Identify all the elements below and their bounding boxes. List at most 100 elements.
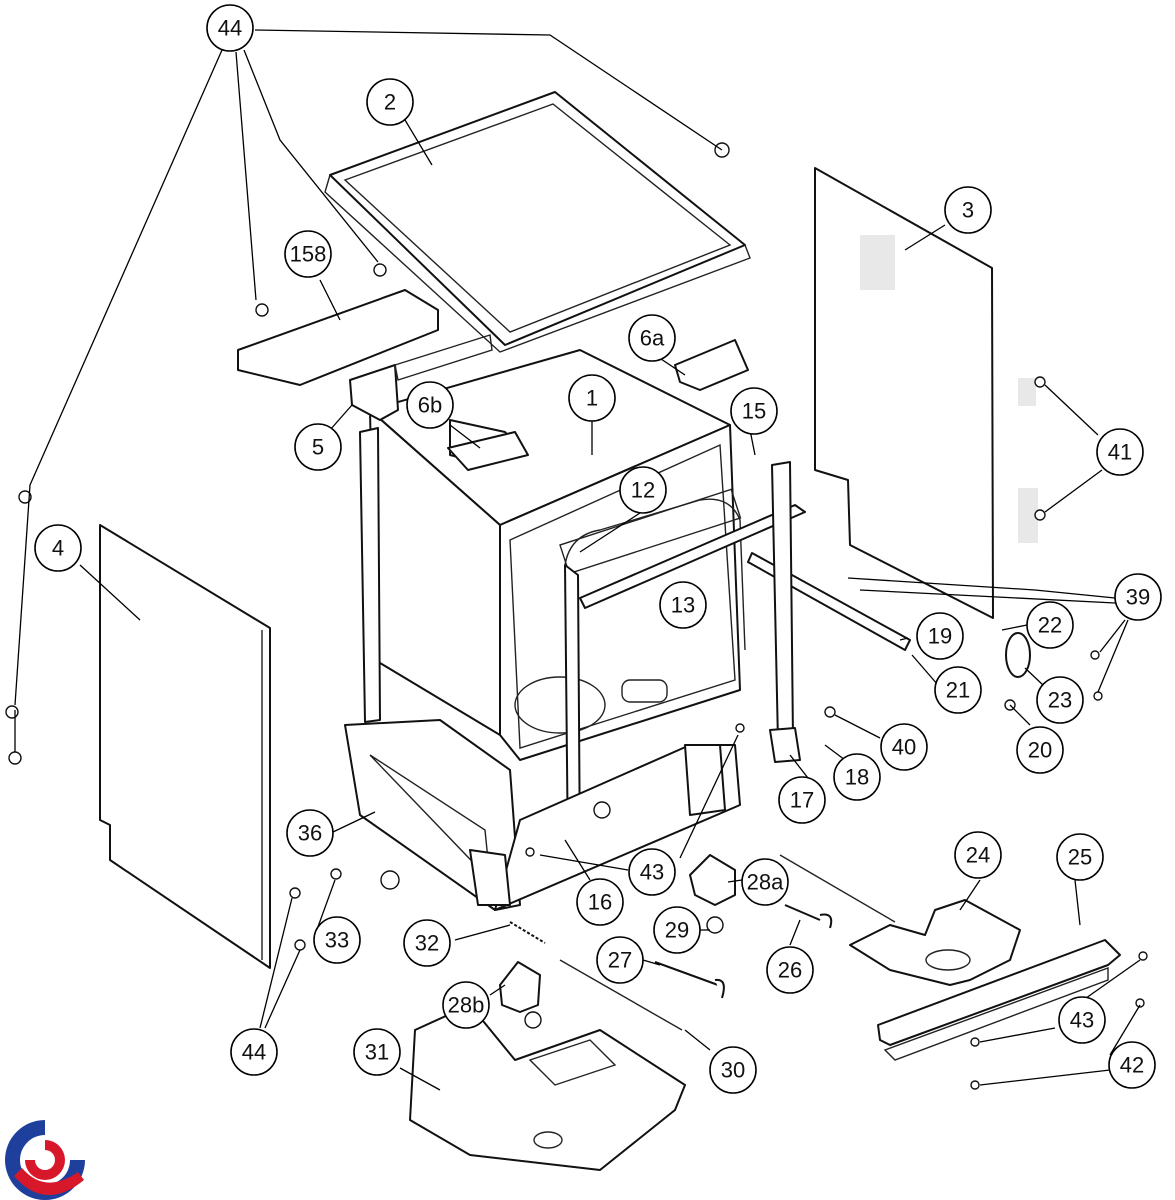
callout-label: 2 bbox=[384, 90, 396, 115]
part-spring-32 bbox=[509, 921, 546, 944]
callout-1: 1 bbox=[568, 374, 616, 422]
part-top-bracket-158 bbox=[237, 289, 439, 386]
part-clip-6b bbox=[447, 431, 529, 471]
callout-28b: 28b bbox=[442, 981, 490, 1029]
part-foot-28a bbox=[689, 854, 736, 906]
callout-24: 24 bbox=[954, 831, 1002, 879]
callout-44-top: 44 bbox=[206, 4, 254, 52]
callout-label: 42 bbox=[1120, 1053, 1144, 1078]
callout-15: 15 bbox=[730, 387, 778, 435]
part-top-cover bbox=[324, 91, 751, 353]
callout-label: 44 bbox=[242, 1040, 266, 1065]
callout-27: 27 bbox=[596, 936, 644, 984]
callout-20: 20 bbox=[1016, 726, 1064, 774]
part-tub bbox=[369, 349, 741, 761]
callout-label: 15 bbox=[742, 399, 766, 424]
callout-22: 22 bbox=[1026, 601, 1074, 649]
callout-label: 44 bbox=[218, 16, 242, 41]
part-hose-27 bbox=[654, 961, 725, 999]
callout-label: 28a bbox=[747, 870, 784, 895]
callout-label: 26 bbox=[778, 958, 802, 983]
callout-29: 29 bbox=[653, 906, 701, 954]
callout-28a: 28a bbox=[741, 858, 789, 906]
part-trap-23 bbox=[1005, 632, 1031, 678]
callout-31: 31 bbox=[353, 1028, 401, 1076]
leader-lines bbox=[14, 29, 1141, 1091]
callout-label: 21 bbox=[946, 678, 970, 703]
callout-label: 36 bbox=[298, 821, 322, 846]
callout-label: 19 bbox=[928, 624, 952, 649]
callout-label: 4 bbox=[52, 536, 64, 561]
callout-label: 5 bbox=[312, 435, 324, 460]
callout-label: 1 bbox=[586, 386, 598, 411]
callout-30: 30 bbox=[709, 1046, 757, 1094]
callout-label: 30 bbox=[721, 1058, 745, 1083]
part-hose-26 bbox=[784, 904, 833, 929]
callout-label: 18 bbox=[845, 765, 869, 790]
callout-12: 12 bbox=[619, 466, 667, 514]
callout-label: 17 bbox=[790, 788, 814, 813]
callout-26: 26 bbox=[766, 946, 814, 994]
part-side-panel-right bbox=[814, 167, 1038, 619]
callout-label: 23 bbox=[1048, 688, 1072, 713]
part-seal-24 bbox=[849, 899, 1021, 986]
callout-label: 6a bbox=[640, 326, 665, 351]
callout-label: 6b bbox=[418, 393, 442, 418]
part-base bbox=[344, 719, 741, 911]
callout-42: 42 bbox=[1108, 1041, 1156, 1089]
callout-label: 16 bbox=[588, 890, 612, 915]
callout-label: 25 bbox=[1068, 845, 1092, 870]
callout-21: 21 bbox=[934, 666, 982, 714]
part-rail-19 bbox=[747, 552, 911, 651]
callout-32: 32 bbox=[403, 919, 451, 967]
callout-19: 19 bbox=[916, 612, 964, 660]
callout-label: 158 bbox=[290, 242, 327, 267]
callout-label: 39 bbox=[1126, 585, 1150, 610]
callout-label: 3 bbox=[962, 198, 974, 223]
callout-label: 24 bbox=[966, 843, 990, 868]
callout-13: 13 bbox=[659, 581, 707, 629]
brand-logo bbox=[5, 1120, 85, 1200]
callout-label: 40 bbox=[892, 735, 916, 760]
callout-label: 31 bbox=[365, 1040, 389, 1065]
callout-33: 33 bbox=[313, 916, 361, 964]
callout-158: 158 bbox=[284, 230, 332, 278]
callout-43-mid: 43 bbox=[628, 848, 676, 896]
callout-43-low: 43 bbox=[1058, 996, 1106, 1044]
callout-label: 13 bbox=[671, 593, 695, 618]
callout-44-bottom: 44 bbox=[230, 1028, 278, 1076]
callout-3: 3 bbox=[944, 186, 992, 234]
callout-17: 17 bbox=[778, 776, 826, 824]
part-foot-28b bbox=[499, 961, 541, 1013]
screws bbox=[5, 142, 1148, 1090]
part-door-seal bbox=[559, 488, 746, 863]
callout-6a: 6a bbox=[628, 314, 676, 362]
callout-label: 33 bbox=[325, 928, 349, 953]
part-rail-13 bbox=[579, 504, 806, 609]
callout-2: 2 bbox=[366, 78, 414, 126]
callout-5: 5 bbox=[294, 423, 342, 471]
part-side-panel-left bbox=[99, 524, 271, 969]
part-kickplate-25 bbox=[877, 939, 1121, 1061]
part-bracket-5 bbox=[349, 334, 493, 421]
callout-6b: 6b bbox=[406, 381, 454, 429]
callout-23: 23 bbox=[1036, 676, 1084, 724]
callout-39: 39 bbox=[1114, 573, 1162, 621]
part-frame-left bbox=[359, 427, 381, 723]
callout-label: 12 bbox=[631, 478, 655, 503]
callout-label: 29 bbox=[665, 918, 689, 943]
part-clip-6a bbox=[674, 339, 749, 391]
callout-label: 28b bbox=[448, 993, 485, 1018]
callout-label: 22 bbox=[1038, 613, 1062, 638]
callout-40: 40 bbox=[880, 723, 928, 771]
part-spring-cable-30 bbox=[559, 854, 896, 1031]
part-frame-right bbox=[769, 461, 801, 763]
callout-25: 25 bbox=[1056, 833, 1104, 881]
callout-label: 20 bbox=[1028, 738, 1052, 763]
callout-label: 43 bbox=[1070, 1008, 1094, 1033]
callout-18: 18 bbox=[833, 753, 881, 801]
callout-label: 27 bbox=[608, 948, 632, 973]
callout-4: 4 bbox=[34, 524, 82, 572]
